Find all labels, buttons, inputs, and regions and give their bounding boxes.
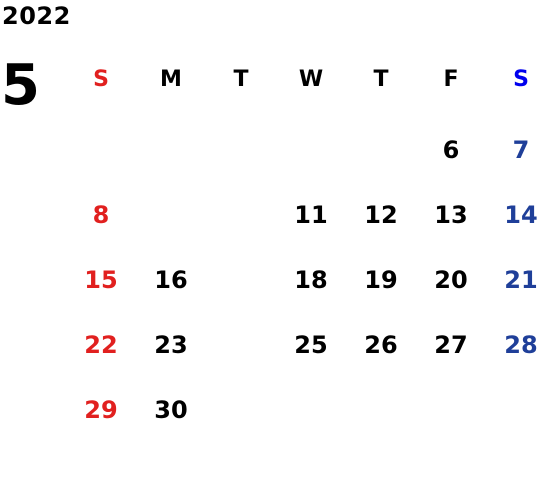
day-cell-29[interactable]: 29: [84, 396, 118, 424]
day-cell-1[interactable]: 1: [66, 125, 136, 175]
year-label: 2022: [2, 2, 71, 30]
month-number: 5: [1, 53, 40, 118]
day-cell-empty: [276, 385, 346, 435]
day-cell-14[interactable]: 14: [504, 201, 538, 229]
day-cell-7[interactable]: 7: [512, 136, 530, 164]
day-cell-25[interactable]: 25: [294, 331, 328, 359]
day-cell-17[interactable]: 17: [206, 255, 276, 305]
weekday-thursday: T: [373, 67, 389, 92]
day-cell-empty: [346, 385, 416, 435]
day-cell-8[interactable]: 8: [92, 201, 110, 229]
weekday-tuesday: T: [233, 67, 249, 92]
week-row-3: 15 16 17 18 19 20 21: [66, 255, 548, 305]
day-cell-24[interactable]: 24: [206, 320, 276, 370]
weekday-saturday: S: [513, 67, 529, 92]
day-cell-20[interactable]: 20: [434, 266, 468, 294]
weekday-monday: M: [160, 67, 182, 92]
day-cell-16[interactable]: 16: [154, 266, 188, 294]
day-cell-15[interactable]: 15: [84, 266, 118, 294]
day-cell-27[interactable]: 27: [434, 331, 468, 359]
day-cell-13[interactable]: 13: [434, 201, 468, 229]
day-cell-30[interactable]: 30: [154, 396, 188, 424]
day-cell-10[interactable]: 10: [206, 190, 276, 240]
day-cell-2[interactable]: 2: [136, 125, 206, 175]
day-cell-18[interactable]: 18: [294, 266, 328, 294]
week-row-5: 29 30 31: [66, 385, 548, 435]
day-cell-21[interactable]: 21: [504, 266, 538, 294]
day-cell-3[interactable]: 3: [206, 125, 276, 175]
day-cell-22[interactable]: 22: [84, 331, 118, 359]
day-cell-26[interactable]: 26: [364, 331, 398, 359]
day-cell-19[interactable]: 19: [364, 266, 398, 294]
day-cell-23[interactable]: 23: [154, 331, 188, 359]
day-cell-28[interactable]: 28: [504, 331, 538, 359]
weekday-friday: F: [443, 67, 459, 92]
day-cell-4[interactable]: 4: [276, 125, 346, 175]
week-row-4: 22 23 24 25 26 27 28: [66, 320, 548, 370]
week-row-2: 8 9 10 11 12 13 14: [66, 190, 548, 240]
day-cell-5[interactable]: 5: [346, 125, 416, 175]
day-cell-9[interactable]: 9: [136, 190, 206, 240]
day-cell-empty: [416, 385, 486, 435]
day-cell-empty: [486, 385, 548, 435]
weekday-wednesday: W: [298, 67, 324, 92]
week-row-1: 1 2 3 4 5 6 7: [66, 125, 548, 175]
day-cell-31[interactable]: 31: [206, 385, 276, 435]
weekday-sunday: S: [93, 67, 109, 92]
day-cell-11[interactable]: 11: [294, 201, 328, 229]
day-cell-6[interactable]: 6: [442, 136, 460, 164]
day-cell-12[interactable]: 12: [364, 201, 398, 229]
weekday-header-row: S M T W T F S: [66, 55, 548, 105]
